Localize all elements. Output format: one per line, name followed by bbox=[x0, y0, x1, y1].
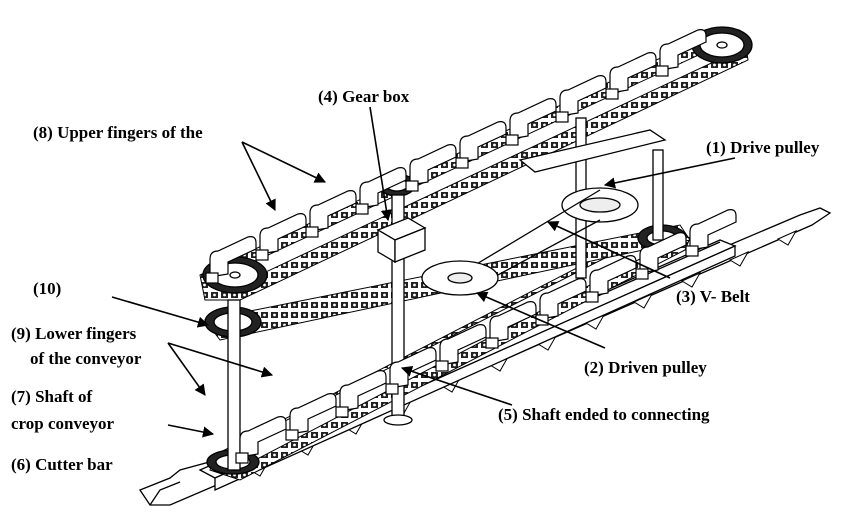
label-v-belt: (3) V- Belt bbox=[676, 287, 750, 306]
lower-finger-clamp bbox=[235, 452, 249, 464]
lower-finger bbox=[489, 301, 537, 343]
arrow-driven-pulley bbox=[475, 291, 606, 349]
upper-finger-clamp bbox=[255, 249, 269, 261]
upper-finger-clamp bbox=[655, 65, 669, 77]
label-shaft-connecting: (5) Shaft ended to connecting bbox=[498, 405, 710, 424]
label-ten: (10) bbox=[33, 279, 61, 298]
lower-finger-clamp bbox=[285, 429, 299, 441]
arrow-lower-fingers-2 bbox=[167, 342, 274, 378]
label-shaft-line1: (7) Shaft of bbox=[11, 387, 93, 406]
upper-finger-clamp bbox=[455, 157, 469, 169]
upper-finger-clamp bbox=[555, 111, 569, 123]
upper-finger-clamp bbox=[605, 88, 619, 100]
lower-finger-clamp bbox=[635, 268, 649, 280]
arrow-shaft-connecting bbox=[400, 365, 513, 406]
lower-finger bbox=[239, 416, 287, 458]
upper-finger bbox=[659, 29, 707, 71]
lower-finger bbox=[689, 209, 737, 251]
label-upper-fingers: (8) Upper fingers of the bbox=[33, 123, 203, 142]
upper-finger bbox=[309, 190, 357, 232]
lower-finger bbox=[539, 278, 587, 320]
lower-finger-clamp bbox=[685, 245, 699, 257]
lower-finger-clamp bbox=[535, 314, 549, 326]
arrow-gear-box bbox=[369, 106, 392, 222]
gear-box-drawing bbox=[376, 217, 427, 264]
label-shaft-line2: crop conveyor bbox=[11, 414, 115, 433]
upper-fingers-drawing bbox=[205, 29, 707, 284]
pulley-drive-drawing bbox=[518, 129, 667, 223]
label-cutter-bar: (6) Cutter bar bbox=[11, 455, 113, 474]
arrow-ten bbox=[111, 296, 210, 328]
upper-finger-clamp bbox=[355, 203, 369, 215]
upper-finger bbox=[459, 121, 507, 163]
lower-finger-clamp bbox=[385, 383, 399, 395]
lower-finger bbox=[289, 393, 337, 435]
cutter-tooth bbox=[728, 250, 750, 267]
upper-finger bbox=[409, 144, 457, 186]
upper-finger-clamp bbox=[505, 134, 519, 146]
arrow-upper-fingers-1 bbox=[241, 141, 276, 212]
label-drive-pulley: (1) Drive pulley bbox=[706, 138, 820, 157]
lower-finger-clamp bbox=[485, 337, 499, 349]
cutter-tooth bbox=[776, 229, 798, 246]
upper-finger bbox=[259, 213, 307, 255]
upper-finger bbox=[609, 52, 657, 94]
labels: (1) Drive pulley (3) V- Belt (2) Driven … bbox=[11, 87, 820, 474]
lower-finger-clamp bbox=[335, 406, 349, 418]
upper-finger bbox=[559, 75, 607, 117]
lower-finger-clamp bbox=[435, 360, 449, 372]
label-gear-box: (4) Gear box bbox=[318, 87, 410, 106]
cutter-tooth bbox=[680, 271, 702, 288]
lower-fingers-drawing bbox=[235, 209, 737, 464]
label-driven-pulley: (2) Driven pulley bbox=[584, 358, 707, 377]
upper-finger-clamp bbox=[405, 180, 419, 192]
upper-finger-clamp bbox=[205, 272, 219, 284]
arrow-upper-fingers-2 bbox=[241, 141, 327, 183]
upper-finger-clamp bbox=[305, 226, 319, 238]
arrow-v-belt bbox=[546, 221, 671, 279]
arrow-shaft-crop bbox=[167, 424, 215, 438]
leader-arrows bbox=[111, 106, 736, 438]
label-lower-fingers-line1: (9) Lower fingers bbox=[11, 324, 137, 343]
lower-finger bbox=[339, 370, 387, 412]
arrow-drive-pulley bbox=[603, 157, 736, 189]
label-lower-fingers-line2: of the conveyor bbox=[30, 349, 142, 368]
upper-finger bbox=[509, 98, 557, 140]
upper-finger bbox=[209, 236, 257, 278]
arrow-lower-fingers-1 bbox=[167, 342, 206, 396]
lower-finger bbox=[439, 324, 487, 366]
lower-finger-clamp bbox=[585, 291, 599, 303]
lower-finger bbox=[639, 232, 687, 274]
pulley-driven-drawing bbox=[421, 260, 499, 296]
